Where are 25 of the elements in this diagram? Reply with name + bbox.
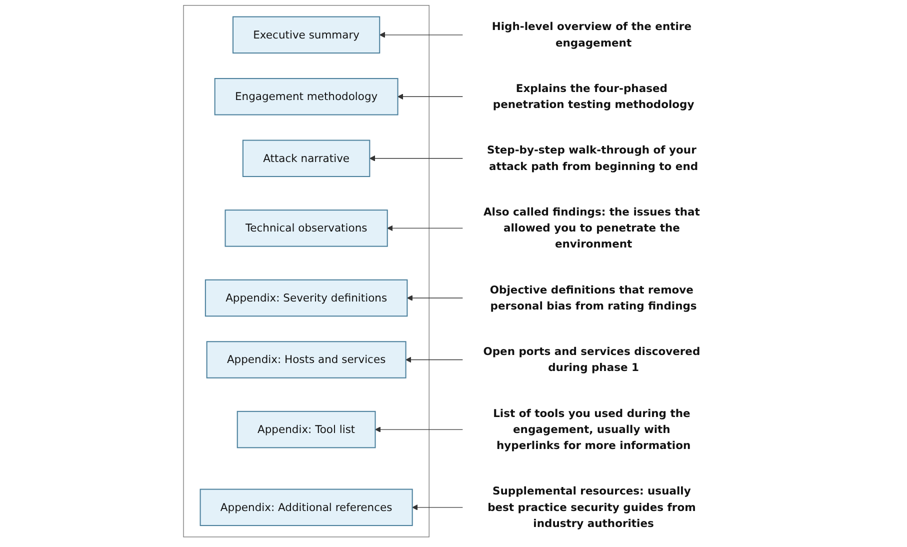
arrow bbox=[406, 295, 463, 301]
node-text: Objective definitions that remove personal bias from rating findings bbox=[489, 283, 696, 312]
node-box: Appendix: Tool list bbox=[236, 410, 376, 448]
node-text: Step-by-step walk-through of your attack path from beginning to end bbox=[486, 144, 698, 172]
arrow bbox=[397, 94, 463, 100]
node-box: Attack narrative bbox=[242, 140, 370, 178]
node-box: Executive summary bbox=[232, 16, 380, 54]
node-text: Also called findings: the issues that allowed you to penetrate the environment bbox=[483, 205, 700, 250]
node-box: Technical observations bbox=[224, 210, 388, 247]
node-text: High-level overview of the entire engagement bbox=[491, 20, 692, 49]
arrow bbox=[386, 225, 463, 232]
node-text: Supplemental resources: usually best practice security guides from industry authorities bbox=[487, 484, 696, 530]
arrow bbox=[368, 155, 463, 162]
arrow bbox=[412, 504, 463, 510]
node-text: Explains the four-phased penetration testing methodology bbox=[492, 82, 694, 111]
arrow bbox=[405, 356, 463, 363]
cluster bbox=[182, 5, 429, 538]
node-box: Appendix: Severity definitions bbox=[204, 279, 408, 317]
node-box: Engagement methodology bbox=[214, 78, 398, 116]
arrow bbox=[378, 32, 463, 38]
node-box: Appendix: Additional references bbox=[199, 488, 412, 526]
node-text: Open ports and services discovered during phase 1 bbox=[482, 344, 700, 374]
arrow bbox=[374, 426, 463, 432]
node-text: List of tools you used during the engagement, usually with hyperlinks for more information bbox=[492, 406, 690, 452]
node-box: Appendix: Hosts and services bbox=[206, 341, 406, 378]
